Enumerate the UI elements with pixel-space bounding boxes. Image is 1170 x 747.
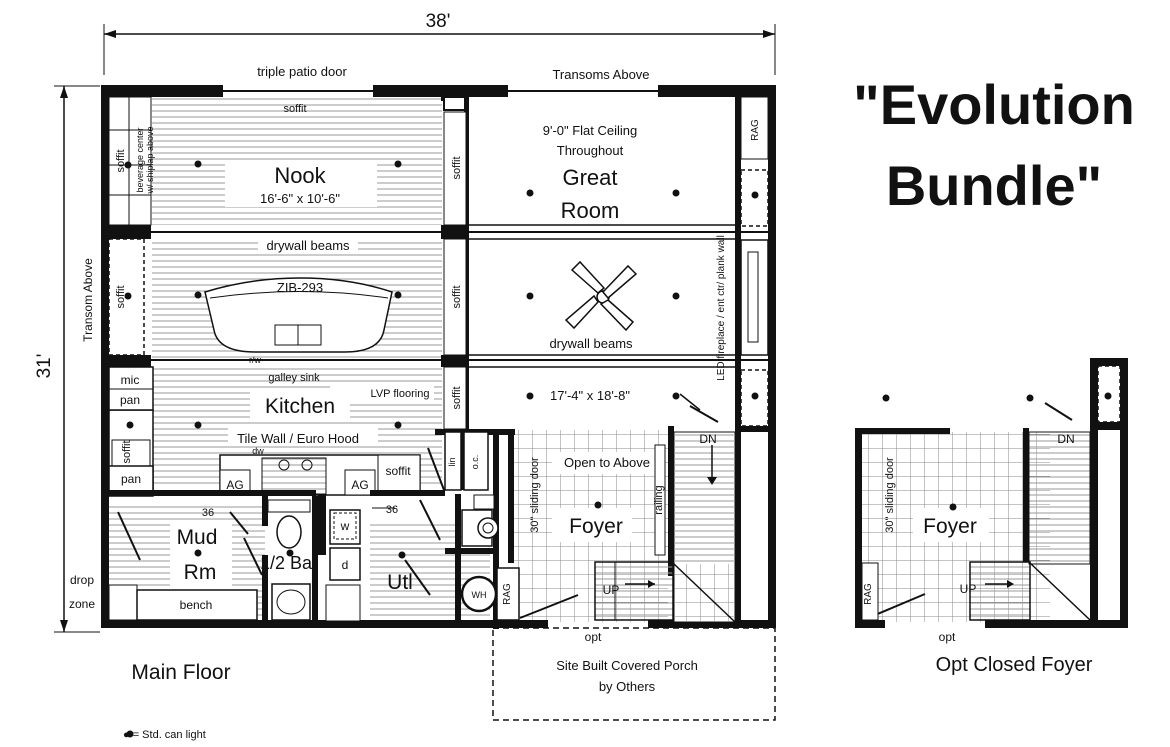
- soffit-label: soffit: [283, 103, 306, 115]
- water-heater-label: WH: [472, 590, 487, 600]
- dishwasher-label: dw: [252, 446, 264, 456]
- drywall-beams-label: drywall beams: [266, 238, 350, 253]
- great-label: Great: [562, 165, 617, 190]
- shiplap-above-label: w/ shiplap above: [145, 126, 155, 194]
- half-bath-label: 1/2 Ba: [260, 553, 313, 573]
- pan-label: pan: [120, 393, 140, 407]
- railing-label: railing: [653, 485, 665, 514]
- mud-label: Mud: [177, 526, 218, 549]
- room-label: Room: [561, 198, 620, 223]
- nook-label: Nook: [274, 163, 326, 188]
- flat-ceiling-label: 9'-0" Flat Ceiling: [543, 123, 638, 138]
- tile-wall-label: Tile Wall / Euro Hood: [237, 431, 359, 446]
- porch-label-line1: Site Built Covered Porch: [556, 658, 698, 673]
- stair-up-label: UP: [603, 583, 620, 597]
- soffit-label: soffit: [115, 285, 127, 308]
- soffit-label: soffit: [451, 285, 463, 308]
- appliance-garage-label: AG: [226, 478, 243, 492]
- opt-closed-foyer-walls: [855, 358, 1128, 628]
- width-dimension-label: 38': [426, 11, 451, 32]
- stair-down-label: DN: [699, 432, 716, 446]
- nook-size-label: 16'-6" x 10'-6": [260, 191, 340, 206]
- linen-label: lin: [447, 457, 457, 466]
- main-floor-walls: [101, 85, 776, 629]
- sliding-door-label: 30" sliding door: [529, 457, 541, 533]
- stair-up-label: UP: [960, 582, 977, 596]
- rm-label: Rm: [184, 561, 217, 584]
- title-line2: Bundle": [886, 154, 1102, 217]
- soffit-label: soffit: [451, 156, 463, 179]
- kitchen-label: Kitchen: [265, 395, 335, 418]
- porch-label-line2: by Others: [599, 679, 656, 694]
- width-dimension: 38': [103, 11, 776, 75]
- foyer-label: Foyer: [923, 515, 977, 538]
- rag-label: RAG: [750, 119, 761, 141]
- led-fireplace-label: LED fireplace / ent ctr/ plank wall: [716, 235, 727, 381]
- plan-labels: triple patio door soffit Transoms Above …: [69, 64, 1093, 741]
- depth-dimension-label: 31': [34, 354, 55, 379]
- island-model-label: ZIB-293: [277, 280, 323, 295]
- dryer-label: d: [342, 558, 349, 572]
- soffit-label: soffit: [385, 464, 411, 478]
- porch-outline: [492, 627, 776, 721]
- plan-title: "Evolution Bundle": [853, 73, 1135, 217]
- legend-label: ● = Std. can light: [123, 729, 206, 741]
- opt-label: opt: [939, 630, 956, 644]
- utility-label: Utl: [387, 571, 413, 594]
- mic-label: mic: [121, 373, 140, 387]
- washer-label: w: [340, 519, 350, 533]
- rw-label: r/w: [249, 355, 261, 365]
- triple-patio-door-label: triple patio door: [257, 64, 347, 79]
- foyer-label: Foyer: [569, 515, 623, 538]
- depth-dimension: 31': [34, 85, 100, 633]
- throughout-label: Throughout: [557, 143, 624, 158]
- opt-label: opt: [585, 630, 602, 644]
- door-36-label: 36: [202, 507, 214, 519]
- galley-sink-label: galley sink: [268, 372, 320, 384]
- drywall-beams-label: drywall beams: [549, 336, 633, 351]
- zone-label: zone: [69, 597, 95, 611]
- soffit-label: soffit: [451, 386, 463, 409]
- door-36-label: 36: [386, 504, 398, 516]
- soffit-label: soffit: [115, 149, 127, 172]
- appliance-garage-label: AG: [351, 478, 368, 492]
- pan-label: pan: [121, 472, 141, 486]
- drop-label: drop: [70, 573, 94, 587]
- main-floor-caption: Main Floor: [131, 661, 230, 684]
- rag-label: RAG: [863, 583, 874, 605]
- open-to-above-label: Open to Above: [564, 455, 650, 470]
- title-line1: "Evolution: [853, 73, 1135, 136]
- oc-label: o.c.: [470, 455, 480, 470]
- beverage-center-label: beverage center: [135, 127, 145, 192]
- rag-label: RAG: [502, 583, 513, 605]
- opt-closed-foyer-caption: Opt Closed Foyer: [936, 654, 1093, 676]
- ceiling-fan-icon: [564, 260, 638, 332]
- lvp-flooring-label: LVP flooring: [371, 388, 430, 400]
- transoms-above-label: Transoms Above: [552, 67, 649, 82]
- can-lights: [124, 160, 1112, 738]
- stair-down-label: DN: [1057, 432, 1074, 446]
- bench-label: bench: [180, 598, 213, 612]
- great-room-size-label: 17'-4" x 18'-8": [550, 388, 630, 403]
- sliding-door-label: 30" sliding door: [884, 457, 896, 533]
- soffit-label: soffit: [121, 440, 133, 463]
- transom-above-label: Transom Above: [81, 258, 95, 342]
